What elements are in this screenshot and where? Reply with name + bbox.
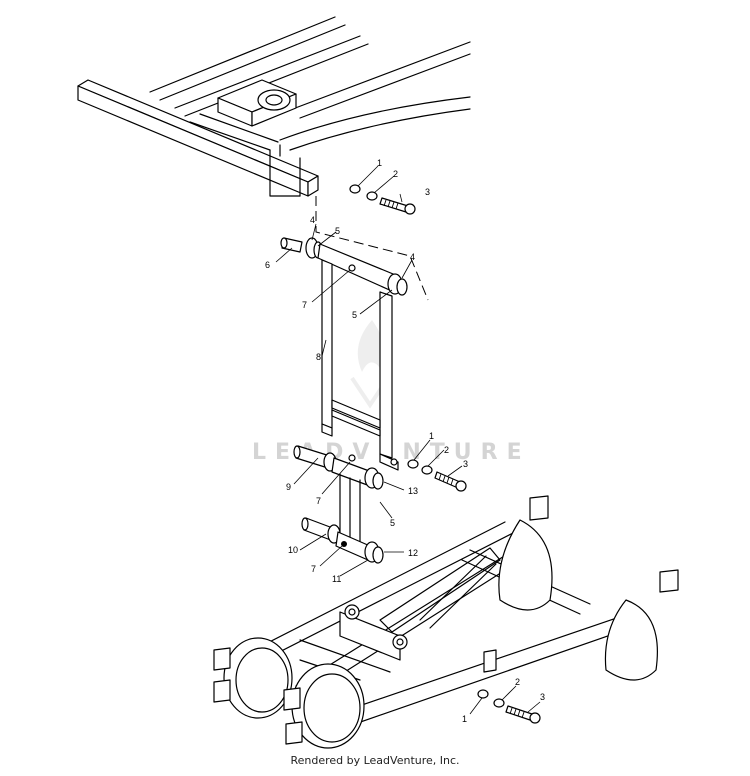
fastener-set-middle <box>407 459 467 492</box>
callout-8: 8 <box>316 352 321 362</box>
callout-5: 5 <box>352 310 357 320</box>
callout-3: 3 <box>463 459 468 469</box>
callout-1: 1 <box>377 158 382 168</box>
callout-4: 4 <box>310 215 315 225</box>
lower-linkage <box>293 445 384 564</box>
callout-9: 9 <box>286 482 291 492</box>
callout-1: 1 <box>429 431 434 441</box>
callout-13: 13 <box>408 486 418 496</box>
footer-credit: Rendered by LeadVenture, Inc. <box>290 754 460 767</box>
callout-7: 7 <box>302 300 307 310</box>
chassis-frame <box>77 16 471 197</box>
callout-10: 10 <box>288 545 298 555</box>
callout-5: 5 <box>390 518 395 528</box>
swing-arm <box>213 495 679 749</box>
callout-3: 3 <box>425 187 430 197</box>
fastener-set-top <box>349 184 416 215</box>
leader-lines <box>275 165 541 715</box>
callout-6: 6 <box>265 260 270 270</box>
callout-4: 4 <box>410 252 415 262</box>
callout-2: 2 <box>393 169 398 179</box>
callout-2: 2 <box>444 445 449 455</box>
lock-washer <box>366 191 378 201</box>
callout-7: 7 <box>311 564 316 574</box>
callout-3: 3 <box>540 692 545 702</box>
callout-11: 11 <box>332 574 341 584</box>
callout-7: 7 <box>316 496 321 506</box>
pivot-arm <box>280 237 408 471</box>
callout-2: 2 <box>515 677 520 687</box>
callout-1: 1 <box>462 714 467 724</box>
fastener-set-bottom <box>477 689 541 724</box>
callout-5: 5 <box>335 226 340 236</box>
callout-labels: 1 2 3 4 5 6 4 7 5 8 1 2 3 9 7 13 5 10 12… <box>265 158 545 724</box>
flat-washer <box>349 184 361 194</box>
callout-12: 12 <box>408 548 418 558</box>
